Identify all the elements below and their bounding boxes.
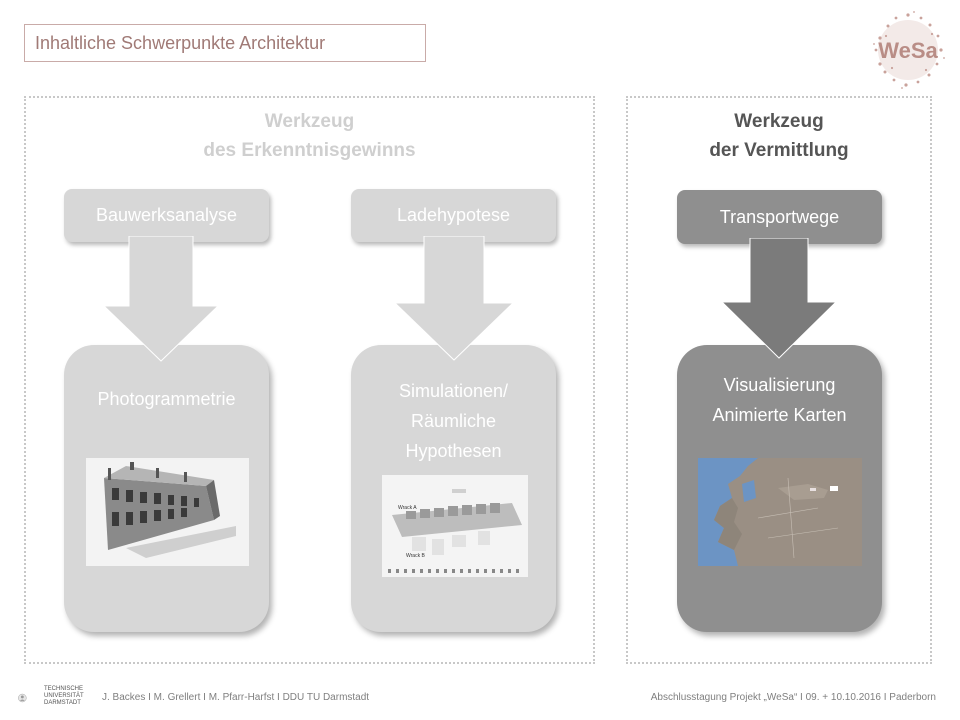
- tu-darmstadt-logo: [18, 693, 27, 703]
- wesa-logo: WeSa: [873, 11, 945, 89]
- card-text-simulations: Simulationen/ Räumliche Hypothesen: [398, 381, 509, 461]
- card-text-visualisation: Visualisierung Animierte Karten: [712, 375, 847, 425]
- map-image: [698, 458, 862, 566]
- heading-mediation: Werkzeug der Vermittlung: [709, 111, 849, 161]
- slide-title: Inhaltliche Schwerpunkte Architektur: [24, 24, 426, 62]
- card-text-photogrammetry: Photogrammetrie: [97, 389, 236, 409]
- label-transportwege: Transportwege: [677, 190, 882, 244]
- simulation-image: Wrack A Wrack B: [382, 475, 528, 577]
- footer-event: Abschlusstagung Projekt „WeSa“ I 09. + 1…: [650, 692, 936, 703]
- logo-dots: [873, 11, 945, 89]
- photogrammetry-image: [86, 458, 249, 566]
- footer-authors: J. Backes I M. Grellert I M. Pfarr-Harfs…: [102, 692, 370, 703]
- logo-text: WeSa: [878, 38, 938, 63]
- frame-mediation-tools: [626, 96, 932, 664]
- label-ladehypotese: Ladehypotese: [351, 189, 556, 242]
- heading-knowledge: Werkzeug des Erkenntnisgewinns: [203, 111, 416, 161]
- label-bauwerksanalyse: Bauwerksanalyse: [64, 189, 269, 242]
- university-name: TECHNISCHE UNIVERSITÄT DARMSTADT: [44, 686, 84, 706]
- svg-text:Wrack A: Wrack A: [398, 505, 417, 511]
- frame-knowledge-tools: [24, 96, 595, 664]
- svg-text:Wrack B: Wrack B: [406, 553, 425, 559]
